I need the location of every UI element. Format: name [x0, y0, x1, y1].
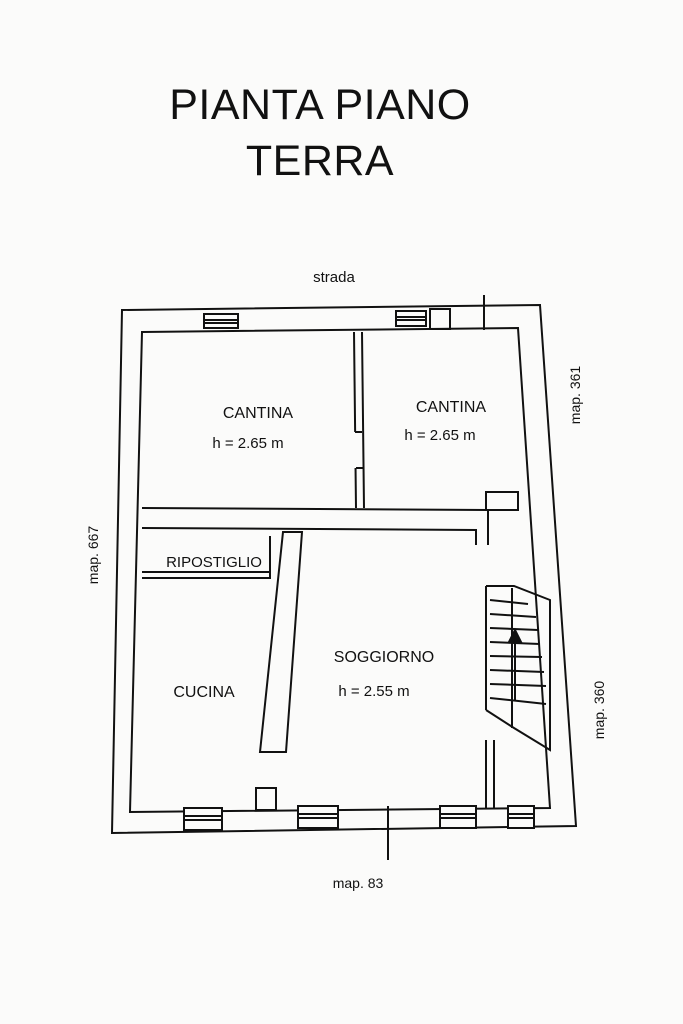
title-line-2: TERRA: [245, 137, 395, 185]
flue-top: [429, 308, 451, 330]
boundary-label-top-right: map. 361: [567, 366, 583, 425]
window-bottom-2: [297, 805, 339, 829]
chimney-bottom: [255, 787, 277, 811]
window-top-right: [395, 310, 427, 327]
room-name-ripostiglio: RIPOSTIGLIO: [166, 554, 262, 571]
flue-right: [485, 491, 519, 511]
wall-cantina-south: [141, 507, 489, 545]
room-name-cantina-east: CANTINA: [416, 399, 487, 416]
staircase: [485, 585, 551, 808]
boundary-label-left: map. 667: [85, 526, 101, 585]
exterior-wall-outer: [110, 303, 578, 835]
title-line-1: PIANTA PIANO: [169, 81, 471, 129]
window-bottom-3: [439, 805, 477, 829]
wall-ripostiglio: [142, 536, 271, 579]
room-name-cucina: CUCINA: [173, 684, 235, 701]
room-name-soggiorno: SOGGIORNO: [334, 649, 434, 666]
street-label: strada: [313, 269, 355, 286]
wall-cucina-soggiorno: [258, 531, 304, 753]
wall-cantina-divider: [353, 331, 365, 509]
room-height-cantina-west: h = 2.65 m: [212, 435, 283, 452]
window-bottom-1: [183, 807, 223, 831]
room-height-soggiorno: h = 2.55 m: [338, 683, 409, 700]
boundary-label-right: map. 360: [591, 681, 607, 740]
exterior-wall-inner: [128, 326, 552, 814]
room-height-cantina-east: h = 2.65 m: [404, 427, 475, 444]
boundary-label-bottom: map. 83: [333, 875, 384, 891]
window-top-left: [203, 313, 239, 329]
window-bottom-4: [507, 805, 535, 829]
room-name-cantina-west: CANTINA: [223, 405, 294, 422]
